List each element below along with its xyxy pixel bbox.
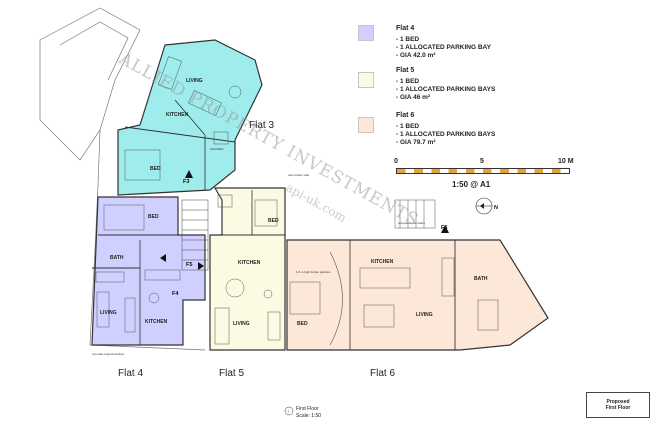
room-label: LIVING — [233, 321, 250, 327]
context-outline — [39, 7, 206, 351]
legend-swatch — [358, 72, 374, 88]
scale-tick-label: 5 — [480, 158, 484, 165]
room-label: BED — [148, 214, 159, 220]
legend-swatch — [358, 25, 374, 41]
room-labels: LIVING KITCHEN BED SHOWER BED BATH LIVIN… — [100, 78, 488, 327]
title-block-line2: First Floor — [605, 405, 631, 411]
drawing-number-circle — [284, 406, 294, 416]
legend-swatch — [358, 117, 374, 133]
note-stair-wind: new timber stair — [288, 173, 309, 177]
room-label: BATH — [110, 255, 124, 261]
flat-label-3: Flat 3 — [249, 120, 275, 131]
room-label: BATH — [474, 276, 488, 282]
compass-label: N — [494, 205, 498, 211]
room-label: LIVING — [100, 310, 117, 316]
north-compass-icon: N — [475, 197, 498, 215]
flat-label-6: Flat 6 — [370, 368, 396, 379]
scale-bar: 0 5 10 M — [394, 158, 575, 188]
room-label: KITCHEN — [371, 259, 394, 265]
room-label: KITCHEN — [145, 319, 168, 325]
room-label: KITCHEN — [166, 112, 189, 118]
note-partition: 1.8 m high timber partition — [296, 270, 331, 274]
drawing-number: 2 — [288, 410, 290, 414]
entrance-markers: F3 F4 F5 F6 — [160, 170, 449, 297]
flat3-area — [117, 39, 263, 196]
room-label: LIVING — [416, 312, 433, 318]
drawing-title: First Floor — [296, 406, 319, 412]
entrance-marker-f3: F3 — [183, 179, 189, 185]
scale-tick-label: 10 M — [558, 158, 574, 165]
room-label: KITCHEN — [238, 260, 261, 266]
flat5-area — [209, 187, 286, 351]
entrance-marker-f5: F5 — [186, 262, 192, 268]
room-label: BED — [268, 218, 279, 224]
stair-core — [181, 199, 209, 271]
room-label: SHOWER — [210, 147, 224, 151]
title-block-line1: Proposed — [606, 399, 630, 405]
stair-plan-top — [217, 194, 436, 229]
entrance-marker-f6: F6 — [441, 225, 447, 231]
flat4-area — [91, 196, 206, 346]
scale-ratio: 1:50 @ A1 — [452, 180, 491, 189]
legend-item-flat5: Flat 5 - 1 BED - 1 ALLOCATED PARKING BAY… — [358, 67, 588, 107]
entrance-marker-f4: F4 — [172, 291, 179, 297]
legend-item-flat6: Flat 6 - 1 BED - 1 ALLOCATED PARKING BAY… — [358, 112, 588, 152]
flat-label-5: Flat 5 — [219, 368, 245, 379]
note-window: remodel original window — [92, 352, 125, 356]
note-stairs: proposed new stairs — [398, 221, 425, 225]
room-label: BED — [297, 321, 308, 327]
flat-label-4: Flat 4 — [118, 368, 144, 379]
room-label: LIVING — [186, 78, 203, 84]
room-label: BED — [150, 166, 161, 172]
drawing-scale: Scale: 1:50 — [296, 413, 322, 419]
legend-item-flat4: Flat 4 - 1 BED - 1 ALLOCATED PARKING BAY… — [358, 25, 588, 65]
scale-bar-track — [396, 168, 570, 174]
scale-tick-label: 0 — [394, 158, 398, 165]
flat6-area — [286, 239, 549, 351]
title-block: Proposed First Floor — [586, 392, 650, 418]
